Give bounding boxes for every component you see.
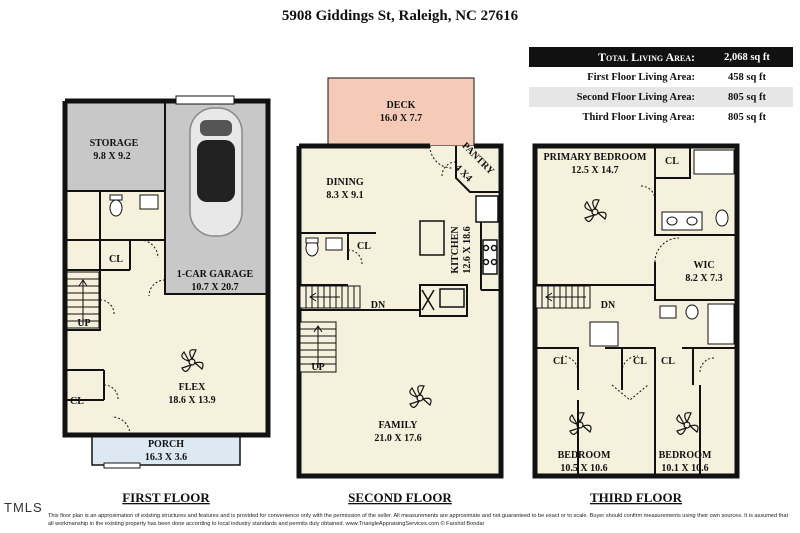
second-floor-heading: SECOND FLOOR [348,490,452,505]
deck-label: DECK [387,100,416,111]
first-floor-bath-fixtures [109,194,159,217]
second-floor-door-swings [347,145,457,265]
first-floor-area-label: First Floor Living Area: [587,71,695,83]
first-floor-plan: STORAGE 9.8 X 9.2 1-CAR GARAGE 10.7 X 20… [62,95,271,505]
storage-fill [65,101,165,191]
primary-bedroom-label: PRIMARY BEDROOM [544,152,647,163]
storage-label: STORAGE [90,138,139,149]
primary-bedroom-dims: 12.5 X 14.7 [571,165,618,176]
first-stairs-up-label: UP [77,318,90,329]
car-icon [189,107,243,237]
first-floor-area-row: First Floor Living Area: 458 sq ft [529,67,793,87]
third-closet-b-label: CL [633,356,647,367]
first-closet-2-label: CL [70,396,84,407]
family-label: FAMILY [379,420,419,431]
dining-label: DINING [326,177,363,188]
deck-fill [327,77,475,147]
first-floor-exterior-walls [62,98,271,438]
kitchen-fixtures [419,195,499,311]
second-floor-exterior-walls [296,143,504,479]
third-closet-a-label: CL [553,356,567,367]
second-stairs-up-label: UP [311,362,324,373]
first-floor-heading: FIRST FLOOR [122,490,210,505]
second-closet-label: CL [357,241,371,252]
bedroom-2-dims: 10.1 X 10.6 [661,463,708,474]
third-floor-exterior-walls [532,143,740,479]
total-area-row: Total Living Area: 2,068 sq ft [529,47,793,67]
floor-plan-drawing: STORAGE 9.8 X 9.2 1-CAR GARAGE 10.7 X 20… [62,77,740,505]
total-area-label: Total Living Area: [529,47,701,67]
wic-dims: 8.2 X 7.3 [685,273,722,284]
flex-ceiling-fan-icon [181,349,204,372]
watermark-text: TMLS [4,500,43,515]
third-floor-door-swings [561,185,715,401]
second-floor-area-label: Second Floor Living Area: [529,87,701,107]
second-floor-area-value: 805 sq ft [701,87,793,107]
second-floor-area-row: Second Floor Living Area: 805 sq ft [529,87,793,107]
third-stairs-dn-label: DN [601,300,616,311]
garage-label: 1-CAR GARAGE [177,269,254,280]
third-floor-area-value: 805 sq ft [728,111,766,123]
total-area-value: 2,068 sq ft [701,47,793,67]
first-floor-stairs [66,271,100,329]
bedroom-2-label: BEDROOM [659,450,712,461]
third-floor-area-row: Third Floor Living Area: 805 sq ft [529,107,793,127]
property-address-title: 5908 Giddings St, Raleigh, NC 27616 [281,8,519,24]
second-floor-stairs [299,285,361,373]
bedroom-1-dims: 10.5 X 10.6 [560,463,607,474]
first-closet-1-label: CL [109,254,123,265]
flex-dims: 18.6 X 13.9 [168,395,215,406]
porch-dims: 16.3 X 3.6 [145,452,187,463]
bedroom-1-ceiling-fan-icon [569,412,592,435]
kitchen-dims: 12.6 X 18.6 [462,226,473,273]
bedroom-2-ceiling-fan-icon [676,412,699,435]
third-floor-interior-walls [535,146,737,476]
disclaimer-text: This floor plan is an approximation of e… [48,513,789,527]
second-stairs-dn-label: DN [371,300,386,311]
third-closet-c-label: CL [661,356,675,367]
storage-dims: 9.8 X 9.2 [93,151,130,162]
first-floor-door-swings [99,239,166,436]
primary-ceiling-fan-icon [584,199,607,222]
second-floor-interior-walls [298,146,501,317]
first-floor-area-value: 458 sq ft [728,71,766,83]
wic-label: WIC [693,260,714,271]
garage-dims: 10.7 X 20.7 [191,282,238,293]
living-area-table: Total Living Area: 2,068 sq ft First Flo… [529,47,793,127]
third-floor-stairs [535,285,591,309]
porch-fill [91,434,241,466]
second-floor-plan: DECK 16.0 X 7.7 DINING 8.3 X 9.1 PANTRY … [296,77,504,505]
kitchen-label: KITCHEN [450,226,461,274]
second-floor-bath-fixtures [305,237,343,257]
third-floor-plan: PRIMARY BEDROOM 12.5 X 14.7 WIC 8.2 X 7.… [532,143,740,505]
porch-label: PORCH [148,439,184,450]
family-ceiling-fan-icon [409,385,432,408]
flex-label: FLEX [179,382,206,393]
third-floor-area-label: Third Floor Living Area: [582,111,696,123]
family-dims: 21.0 X 17.6 [374,433,421,444]
primary-closet-label: CL [665,156,679,167]
third-floor-fill [535,146,737,476]
dining-dims: 8.3 X 9.1 [326,190,363,201]
garage-door [175,95,235,105]
deck-dims: 16.0 X 7.7 [380,113,422,124]
porch-step [103,462,141,469]
third-floor-heading: THIRD FLOOR [590,490,683,505]
third-floor-bath-fixtures [589,149,735,347]
bedroom-1-label: BEDROOM [558,450,611,461]
